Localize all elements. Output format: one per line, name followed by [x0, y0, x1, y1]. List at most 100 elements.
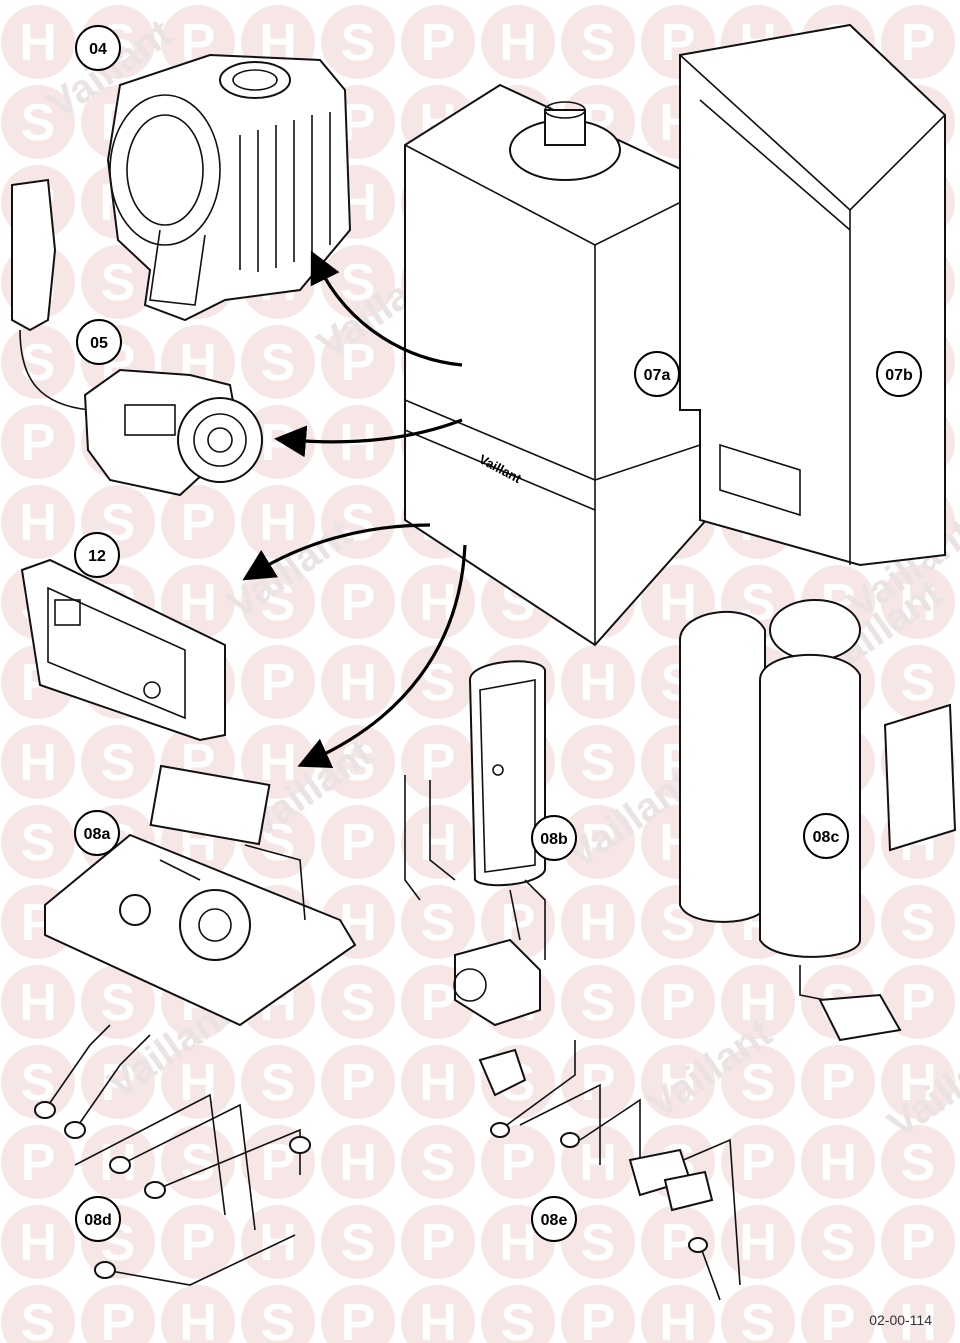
callout-04-label: 04: [89, 41, 107, 58]
watermark-circle: [161, 485, 235, 559]
watermark-letter: H: [499, 14, 537, 72]
watermark-circle: [81, 1045, 155, 1119]
watermark-circle: [561, 645, 635, 719]
callout-08c: 08c: [803, 813, 849, 859]
watermark-letter: P: [821, 1294, 856, 1343]
callout-07a: 07a: [634, 351, 680, 397]
watermark-circle: [881, 565, 955, 639]
part-04-fan-housing[interactable]: [106, 53, 352, 322]
watermark-letter: S: [741, 1054, 776, 1112]
part-05-fan-assembly[interactable]: [11, 178, 263, 497]
arrow-to-05: [274, 418, 463, 458]
watermark-circle: [561, 1125, 635, 1199]
watermark-circle: [321, 1045, 395, 1119]
watermark-circle: [1, 405, 75, 479]
watermark-letter: S: [261, 1054, 296, 1112]
watermark-letter: P: [741, 1134, 776, 1192]
part-12-control-box[interactable]: [20, 558, 226, 742]
watermark-circle: [641, 1285, 715, 1343]
part-08d-pipe-set[interactable]: [34, 1024, 311, 1286]
watermark-letter: P: [341, 574, 376, 632]
callout-08b: 08b: [531, 815, 577, 861]
watermark-circle: [321, 1125, 395, 1199]
callout-07b-label: 07b: [885, 367, 913, 384]
part-08a-hydraulic-block[interactable]: [44, 764, 357, 1027]
callout-08a-label: 08a: [84, 826, 111, 843]
watermark-letter: P: [581, 1054, 616, 1112]
watermark-circle: [161, 565, 235, 639]
part-07b-back-frame[interactable]: [679, 23, 946, 567]
watermark-letter: H: [499, 1214, 537, 1272]
watermark-letter: P: [421, 974, 456, 1032]
watermark-letter: H: [419, 1294, 457, 1343]
callout-05: 05: [76, 319, 122, 365]
watermark-letter: P: [181, 1214, 216, 1272]
callout-08c-label: 08c: [813, 829, 840, 846]
part-08c-expansion-vessels[interactable]: [679, 599, 957, 1042]
watermark-circle: [1, 1125, 75, 1199]
watermark-letter: S: [261, 1294, 296, 1343]
watermark-circle: [561, 885, 635, 959]
exploded-view-arrows: [242, 250, 467, 768]
watermark-letter: S: [421, 1134, 456, 1192]
watermark-letter: S: [261, 814, 296, 872]
watermark-letter: P: [341, 814, 376, 872]
callout-08d-label: 08d: [84, 1212, 112, 1229]
watermark-letter: S: [21, 334, 56, 392]
diagram-reference-number: 02-00-114: [869, 1312, 932, 1328]
watermark-letter: H: [579, 894, 617, 952]
watermark-circle: [401, 565, 475, 639]
watermark-letter: S: [581, 734, 616, 792]
watermark-circle: [561, 965, 635, 1039]
watermark-circle: [721, 1125, 795, 1199]
watermark-circle: [401, 1205, 475, 1279]
part-08b-plate-heat-exchanger[interactable]: [404, 660, 546, 1027]
watermark-circle: [1, 1285, 75, 1343]
watermark-letter: H: [819, 1134, 857, 1192]
part-08e-pipe-set-valves[interactable]: [478, 1040, 741, 1301]
watermark-circle: [481, 885, 555, 959]
watermark-circle: [161, 1045, 235, 1119]
watermark-circle: [81, 1285, 155, 1343]
watermark-letter: P: [341, 334, 376, 392]
watermark-circle: [641, 1205, 715, 1279]
watermark-circle: [241, 565, 315, 639]
watermark-circle: [321, 565, 395, 639]
watermark-circle: [1, 1205, 75, 1279]
watermark-letter: S: [901, 894, 936, 952]
watermark-circle: [1, 485, 75, 559]
watermark-circle: [401, 1285, 475, 1343]
watermark-letter: S: [901, 654, 936, 712]
watermark-circle: [401, 885, 475, 959]
watermark-letter: H: [259, 494, 297, 552]
watermark-letter: P: [21, 1134, 56, 1192]
watermark-circle: [241, 485, 315, 559]
watermark-letter: S: [741, 1294, 776, 1343]
watermark-letter: S: [181, 1134, 216, 1192]
watermark-letter: H: [659, 1294, 697, 1343]
watermark-circle: [881, 1045, 955, 1119]
watermark-circle: [321, 325, 395, 399]
watermark-circle: [161, 1285, 235, 1343]
watermark-letter: S: [341, 494, 376, 552]
watermark-circle: [241, 325, 315, 399]
watermark-circle: [81, 245, 155, 319]
watermark-letter: P: [261, 414, 296, 472]
watermark-letter: S: [21, 814, 56, 872]
watermark-letter: P: [501, 1134, 536, 1192]
watermark-circle: [321, 1205, 395, 1279]
watermark-circle: [241, 1045, 315, 1119]
watermark-letter: H: [339, 1134, 377, 1192]
watermark-circle: [321, 965, 395, 1039]
watermark-letter: S: [341, 1214, 376, 1272]
watermark-circle: [721, 1205, 795, 1279]
watermark-circle: [321, 5, 395, 79]
watermark-letter: H: [19, 494, 57, 552]
part-07a-boiler-casing[interactable]: Vaillant: [404, 83, 716, 647]
watermark-circle: [401, 5, 475, 79]
watermark-letter: S: [341, 254, 376, 312]
watermark-letter: H: [419, 814, 457, 872]
watermark-circle: [401, 805, 475, 879]
watermark-letter: P: [101, 1054, 136, 1112]
watermark-letter: S: [581, 14, 616, 72]
